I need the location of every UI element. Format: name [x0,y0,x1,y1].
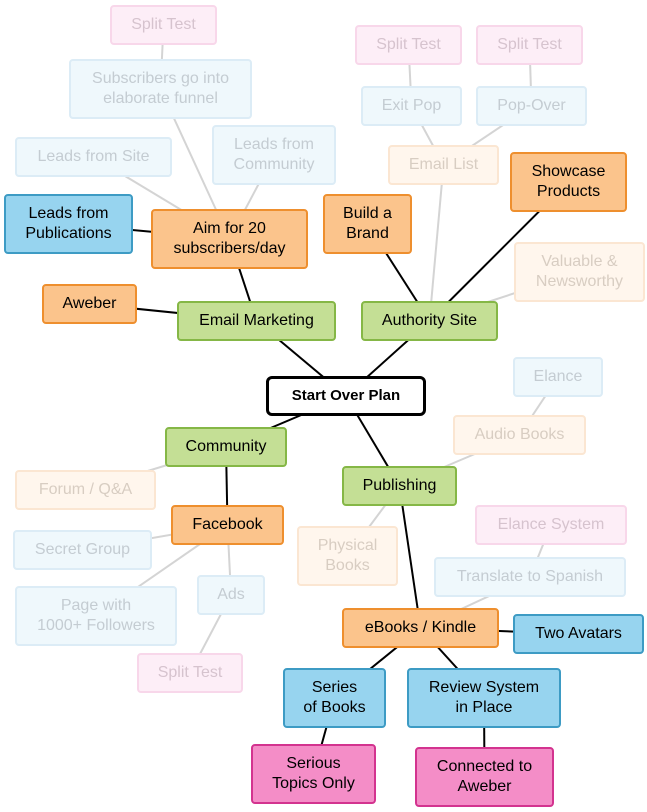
node-email-marketing[interactable]: Email Marketing [177,301,336,341]
node-two-avatars[interactable]: Two Avatars [513,614,644,654]
node-series-of-books[interactable]: Series of Books [283,668,386,728]
node-connected-to-aweber[interactable]: Connected to Aweber [415,747,554,807]
node-email-list[interactable]: Email List [388,145,499,185]
node-split-test-exit-pop[interactable]: Split Test [355,25,462,65]
node-aweber[interactable]: Aweber [42,284,137,324]
edge-authority-site-to-email-list [428,164,445,322]
node-facebook[interactable]: Facebook [171,505,284,545]
node-secret-group[interactable]: Secret Group [13,530,152,570]
edge-publishing-to-ebooks-kindle [398,485,422,629]
node-leads-from-publications[interactable]: Leads from Publications [4,194,133,254]
node-serious-topics-only[interactable]: Serious Topics Only [251,744,376,804]
node-showcase-products[interactable]: Showcase Products [510,152,627,212]
node-pop-over[interactable]: Pop-Over [476,86,587,126]
node-page-with-followers[interactable]: Page with 1000+ Followers [15,586,177,646]
node-build-a-brand[interactable]: Build a Brand [323,194,412,254]
node-aim-for-20-subscribers[interactable]: Aim for 20 subscribers/day [151,209,308,269]
node-elance-system[interactable]: Elance System [475,505,627,545]
node-leads-from-site[interactable]: Leads from Site [15,137,172,177]
node-elance[interactable]: Elance [513,357,603,397]
node-split-test-pop-over[interactable]: Split Test [476,25,583,65]
node-community[interactable]: Community [165,427,287,467]
node-valuable-newsworthy[interactable]: Valuable & Newsworthy [514,242,645,302]
node-exit-pop[interactable]: Exit Pop [361,86,462,126]
node-physical-books[interactable]: Physical Books [297,526,398,586]
node-forum-qa[interactable]: Forum / Q&A [15,470,156,510]
node-root-start-over-plan[interactable]: Start Over Plan [266,376,426,416]
node-audio-books[interactable]: Audio Books [453,415,586,455]
node-leads-from-community[interactable]: Leads from Community [212,125,336,185]
node-split-test-ads[interactable]: Split Test [137,653,243,693]
node-review-system[interactable]: Review System in Place [407,668,561,728]
node-publishing[interactable]: Publishing [342,466,457,506]
node-split-test-top-left[interactable]: Split Test [110,5,217,45]
node-authority-site[interactable]: Authority Site [361,301,498,341]
node-subscribers-funnel[interactable]: Subscribers go into elaborate funnel [69,59,252,119]
node-ebooks-kindle[interactable]: eBooks / Kindle [342,608,499,648]
node-translate-to-spanish[interactable]: Translate to Spanish [434,557,626,597]
node-ads[interactable]: Ads [197,575,265,615]
